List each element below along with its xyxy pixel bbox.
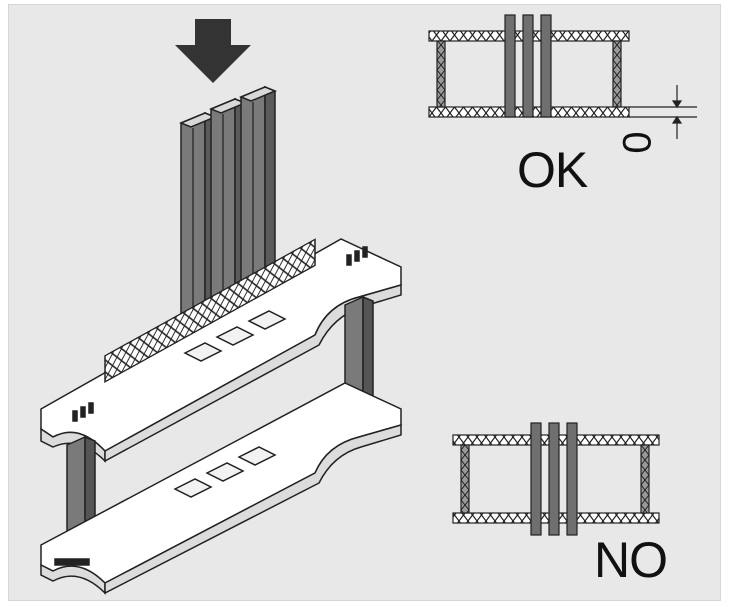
no-label: NO: [594, 532, 668, 588]
down-arrow-icon: [175, 19, 251, 83]
ok-bars: [504, 14, 552, 118]
gap-dimension-marker: [629, 85, 697, 139]
assembly-diagram: [40, 14, 697, 595]
grip-slots-upper-right: [346, 246, 368, 266]
ok-top-view: [428, 14, 697, 139]
bar-left: [179, 111, 217, 317]
inserted-bars: [179, 85, 277, 317]
diagram-frame: OK NO 0: [8, 4, 721, 601]
grip-slots-lower-left: [54, 558, 90, 566]
upper-plate: [40, 238, 402, 463]
grip-slots-upper-left: [72, 402, 94, 422]
bar-middle: [209, 97, 247, 305]
no-bars: [530, 422, 578, 536]
lower-plate: [40, 382, 402, 595]
bar-right: [239, 85, 277, 293]
no-top-view: [452, 422, 660, 536]
gap-dimension-label: 0: [615, 132, 660, 154]
ok-label: OK: [517, 142, 588, 198]
